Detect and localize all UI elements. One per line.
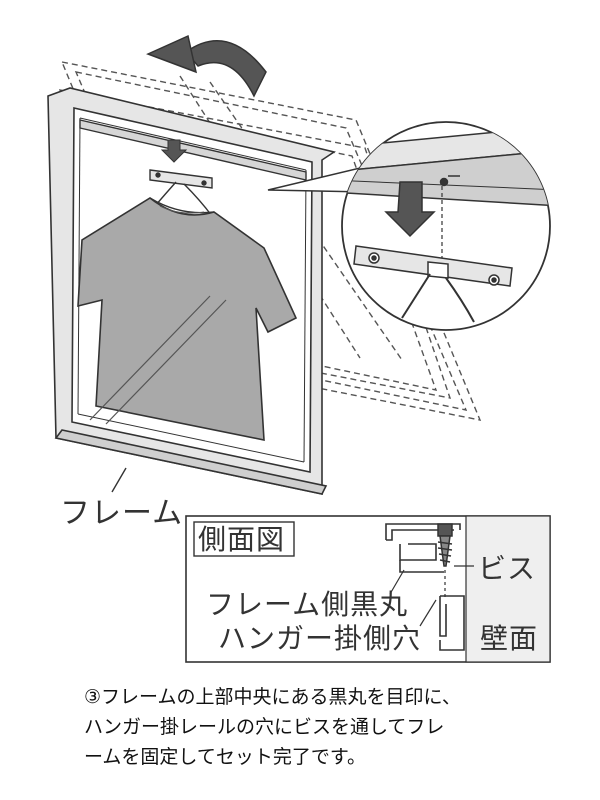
screw-icon — [437, 523, 453, 598]
zoom-detail-circle — [341, 121, 551, 331]
down-arrow-icon — [160, 139, 188, 163]
side-view-leaders — [389, 565, 474, 627]
frame-label-leader — [111, 467, 127, 493]
wall-label: 壁面 — [480, 622, 538, 655]
frame-side-dot-label: フレーム側黒丸 — [206, 588, 408, 621]
caption-line-2: ハンガー掛レールの穴にビスを通してフレ — [84, 716, 445, 738]
curved-arrow-icon — [146, 34, 267, 98]
glass-reflection — [89, 295, 227, 425]
hanger-rail — [79, 119, 307, 181]
screw-label: ビス — [478, 552, 536, 585]
instruction-caption: ③フレームの上部中央にある黒丸を目印に、 ハンガー掛レールの穴にビスを通してフレ… — [84, 682, 554, 772]
hanger-side-hole-label: ハンガー掛側穴 — [218, 622, 421, 655]
side-view-panel — [185, 515, 551, 663]
frame-profile — [385, 523, 465, 651]
caption-line-1: ③フレームの上部中央にある黒丸を目印に、 — [84, 686, 461, 708]
caption-line-3: ームを固定してセット完了です。 — [84, 746, 366, 768]
side-view-title: 側面図 — [198, 523, 285, 556]
frame-label: フレーム — [60, 496, 183, 531]
